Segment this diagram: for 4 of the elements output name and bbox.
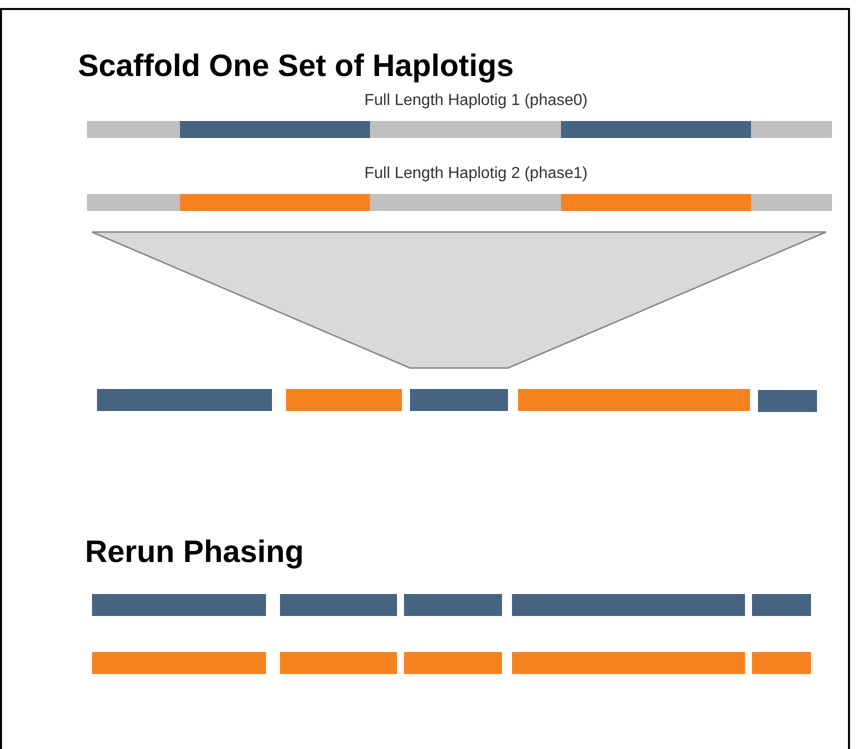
haplotig-label: Full Length Haplotig 1 (phase0): [364, 92, 588, 110]
haplotig-label: Full Length Haplotig 2 (phase1): [364, 165, 588, 183]
diagram-title: Scaffold One Set of Haplotigs: [78, 48, 514, 84]
section-heading: Rerun Phasing: [85, 534, 304, 570]
